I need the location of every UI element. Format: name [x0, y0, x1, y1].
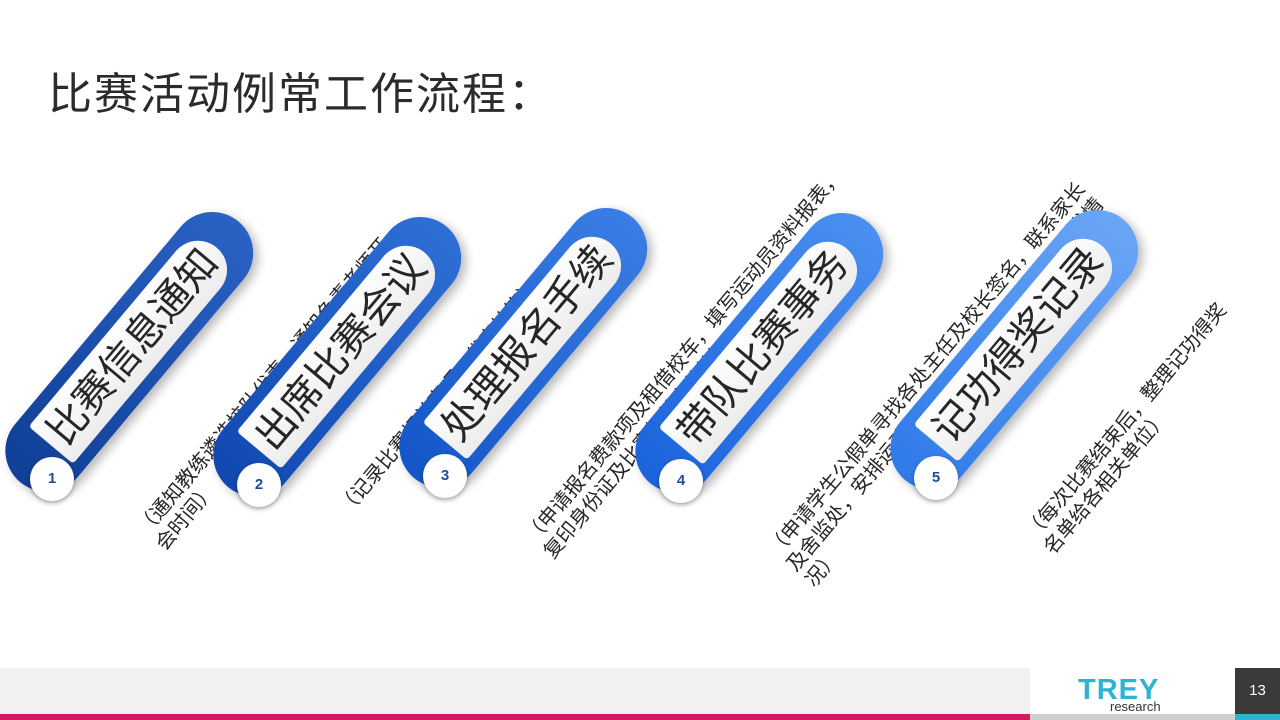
- footer-accent-line: [0, 714, 1030, 720]
- page-number: 13: [1235, 668, 1280, 714]
- logo-subtext: research: [1110, 699, 1161, 714]
- footer-bar: [0, 668, 1030, 714]
- logo-strip: [1030, 714, 1235, 720]
- step-number-badge: 2: [237, 463, 281, 507]
- step-number-badge: 3: [423, 454, 467, 498]
- page-title: 比赛活动例常工作流程：: [48, 69, 554, 120]
- step-number-badge: 1: [30, 457, 74, 501]
- step-description-line: 名单给各相关单位）: [1038, 405, 1173, 559]
- step-label: 比赛信息通知: [38, 240, 228, 454]
- step-number-badge: 4: [659, 459, 703, 503]
- page-number-strip: [1235, 714, 1280, 720]
- logo-box: [1030, 668, 1235, 720]
- step-number-badge: 5: [914, 456, 958, 500]
- logo-text: TREY: [1078, 674, 1160, 706]
